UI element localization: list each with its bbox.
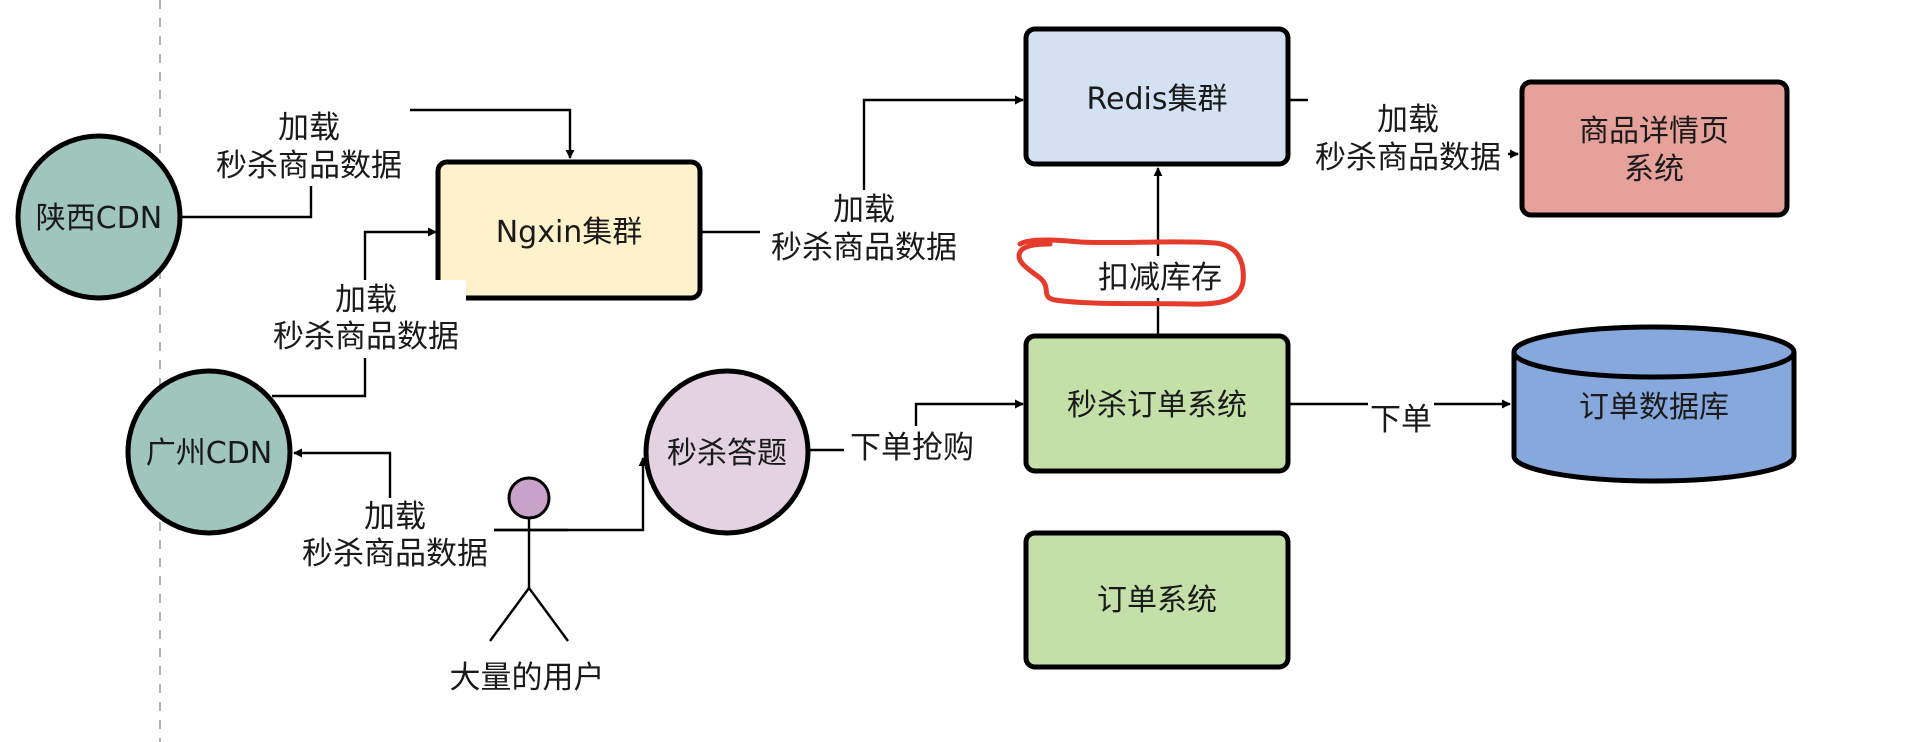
guangzhou-cdn-label: 广州CDN	[146, 436, 273, 471]
label-bg-1	[208, 104, 410, 186]
edge-nginx-to-shaanxi	[182, 186, 313, 219]
edge-label-shaanxi-line1: 加载	[278, 110, 340, 146]
redis-cluster-shape	[1023, 26, 1291, 167]
edge-label-deduct-stock: 扣减库存	[1098, 260, 1222, 296]
edge-label-users-guangzhou-line2: 秒杀商品数据	[302, 536, 488, 572]
edge-label-shaanxi-line2: 秒杀商品数据	[216, 148, 402, 184]
user-head	[507, 476, 551, 520]
seckill-quiz-label: 秒杀答题	[667, 436, 787, 471]
node-seckill-quiz: 秒杀答题	[643, 368, 811, 536]
label-bg-5	[1308, 98, 1508, 178]
node-nginx-cluster: Ngxin集群	[435, 159, 703, 301]
user-leg-right	[528, 587, 569, 642]
shaanxi-cdn-label: 陕西CDN	[36, 201, 163, 236]
label-bg-2	[266, 280, 466, 358]
node-shaanxi-cdn: 陕西CDN	[15, 133, 183, 301]
seckill-order-shape	[1023, 333, 1291, 474]
edge-label-place-order: 下单	[1370, 402, 1432, 438]
label-bg-7	[844, 426, 980, 470]
highlight-annotation-circle	[1016, 237, 1246, 307]
order-database-label: 订单数据库	[1579, 390, 1729, 425]
product-detail-label-line2: 系统	[1624, 152, 1684, 187]
label-bg-4	[760, 190, 968, 270]
label-bg-6	[1090, 256, 1228, 298]
label-bg-3	[294, 498, 494, 576]
redis-cluster-label: Redis集群	[1087, 82, 1228, 117]
seckill-order-label: 秒杀订单系统	[1067, 388, 1247, 423]
guangzhou-cdn-shape	[125, 368, 293, 536]
node-seckill-order-system: 秒杀订单系统	[1023, 333, 1291, 474]
seckill-quiz-shape	[643, 368, 811, 536]
label-bg-8	[1368, 398, 1434, 442]
order-system-label: 订单系统	[1097, 583, 1217, 618]
order-system-shape	[1023, 530, 1291, 670]
users-actor: 大量的用户	[450, 476, 605, 696]
order-database-shape	[1511, 324, 1797, 484]
users-label: 大量的用户	[450, 660, 605, 696]
shaanxi-cdn-shape	[15, 133, 183, 301]
user-leg-left	[489, 587, 530, 642]
node-guangzhou-cdn: 广州CDN	[125, 368, 293, 536]
product-detail-shape	[1519, 79, 1790, 218]
product-detail-label-line1: 商品详情页	[1579, 114, 1729, 149]
node-redis-cluster: Redis集群	[1023, 26, 1291, 167]
edge-label-redis-detail-line1: 加载	[1377, 102, 1439, 138]
edge-label-nginx-redis-line2: 秒杀商品数据	[771, 230, 957, 266]
edge-up-into-nginx	[363, 227, 437, 292]
edge-label-redis-detail-line2: 秒杀商品数据	[1315, 140, 1501, 176]
edge-label-place-order-grab: 下单抢购	[850, 430, 974, 466]
edge-label-guangzhou-nginx-line2: 秒杀商品数据	[273, 319, 459, 355]
nginx-cluster-label: Ngxin集群	[496, 215, 643, 250]
edge-label-users-guangzhou-line1: 加载	[364, 499, 426, 535]
edge-label-nginx-redis-line1: 加载	[833, 192, 895, 228]
node-product-detail-system: 商品详情页 系统	[1519, 79, 1790, 218]
edge-label-guangzhou-nginx-line1: 加载	[335, 282, 397, 318]
node-order-system: 订单系统	[1023, 530, 1291, 670]
nginx-cluster-shape	[435, 159, 703, 301]
edge-top-into-nginx	[408, 108, 575, 159]
node-order-database: 订单数据库	[1511, 324, 1797, 484]
order-database-top-rim	[1511, 351, 1797, 380]
